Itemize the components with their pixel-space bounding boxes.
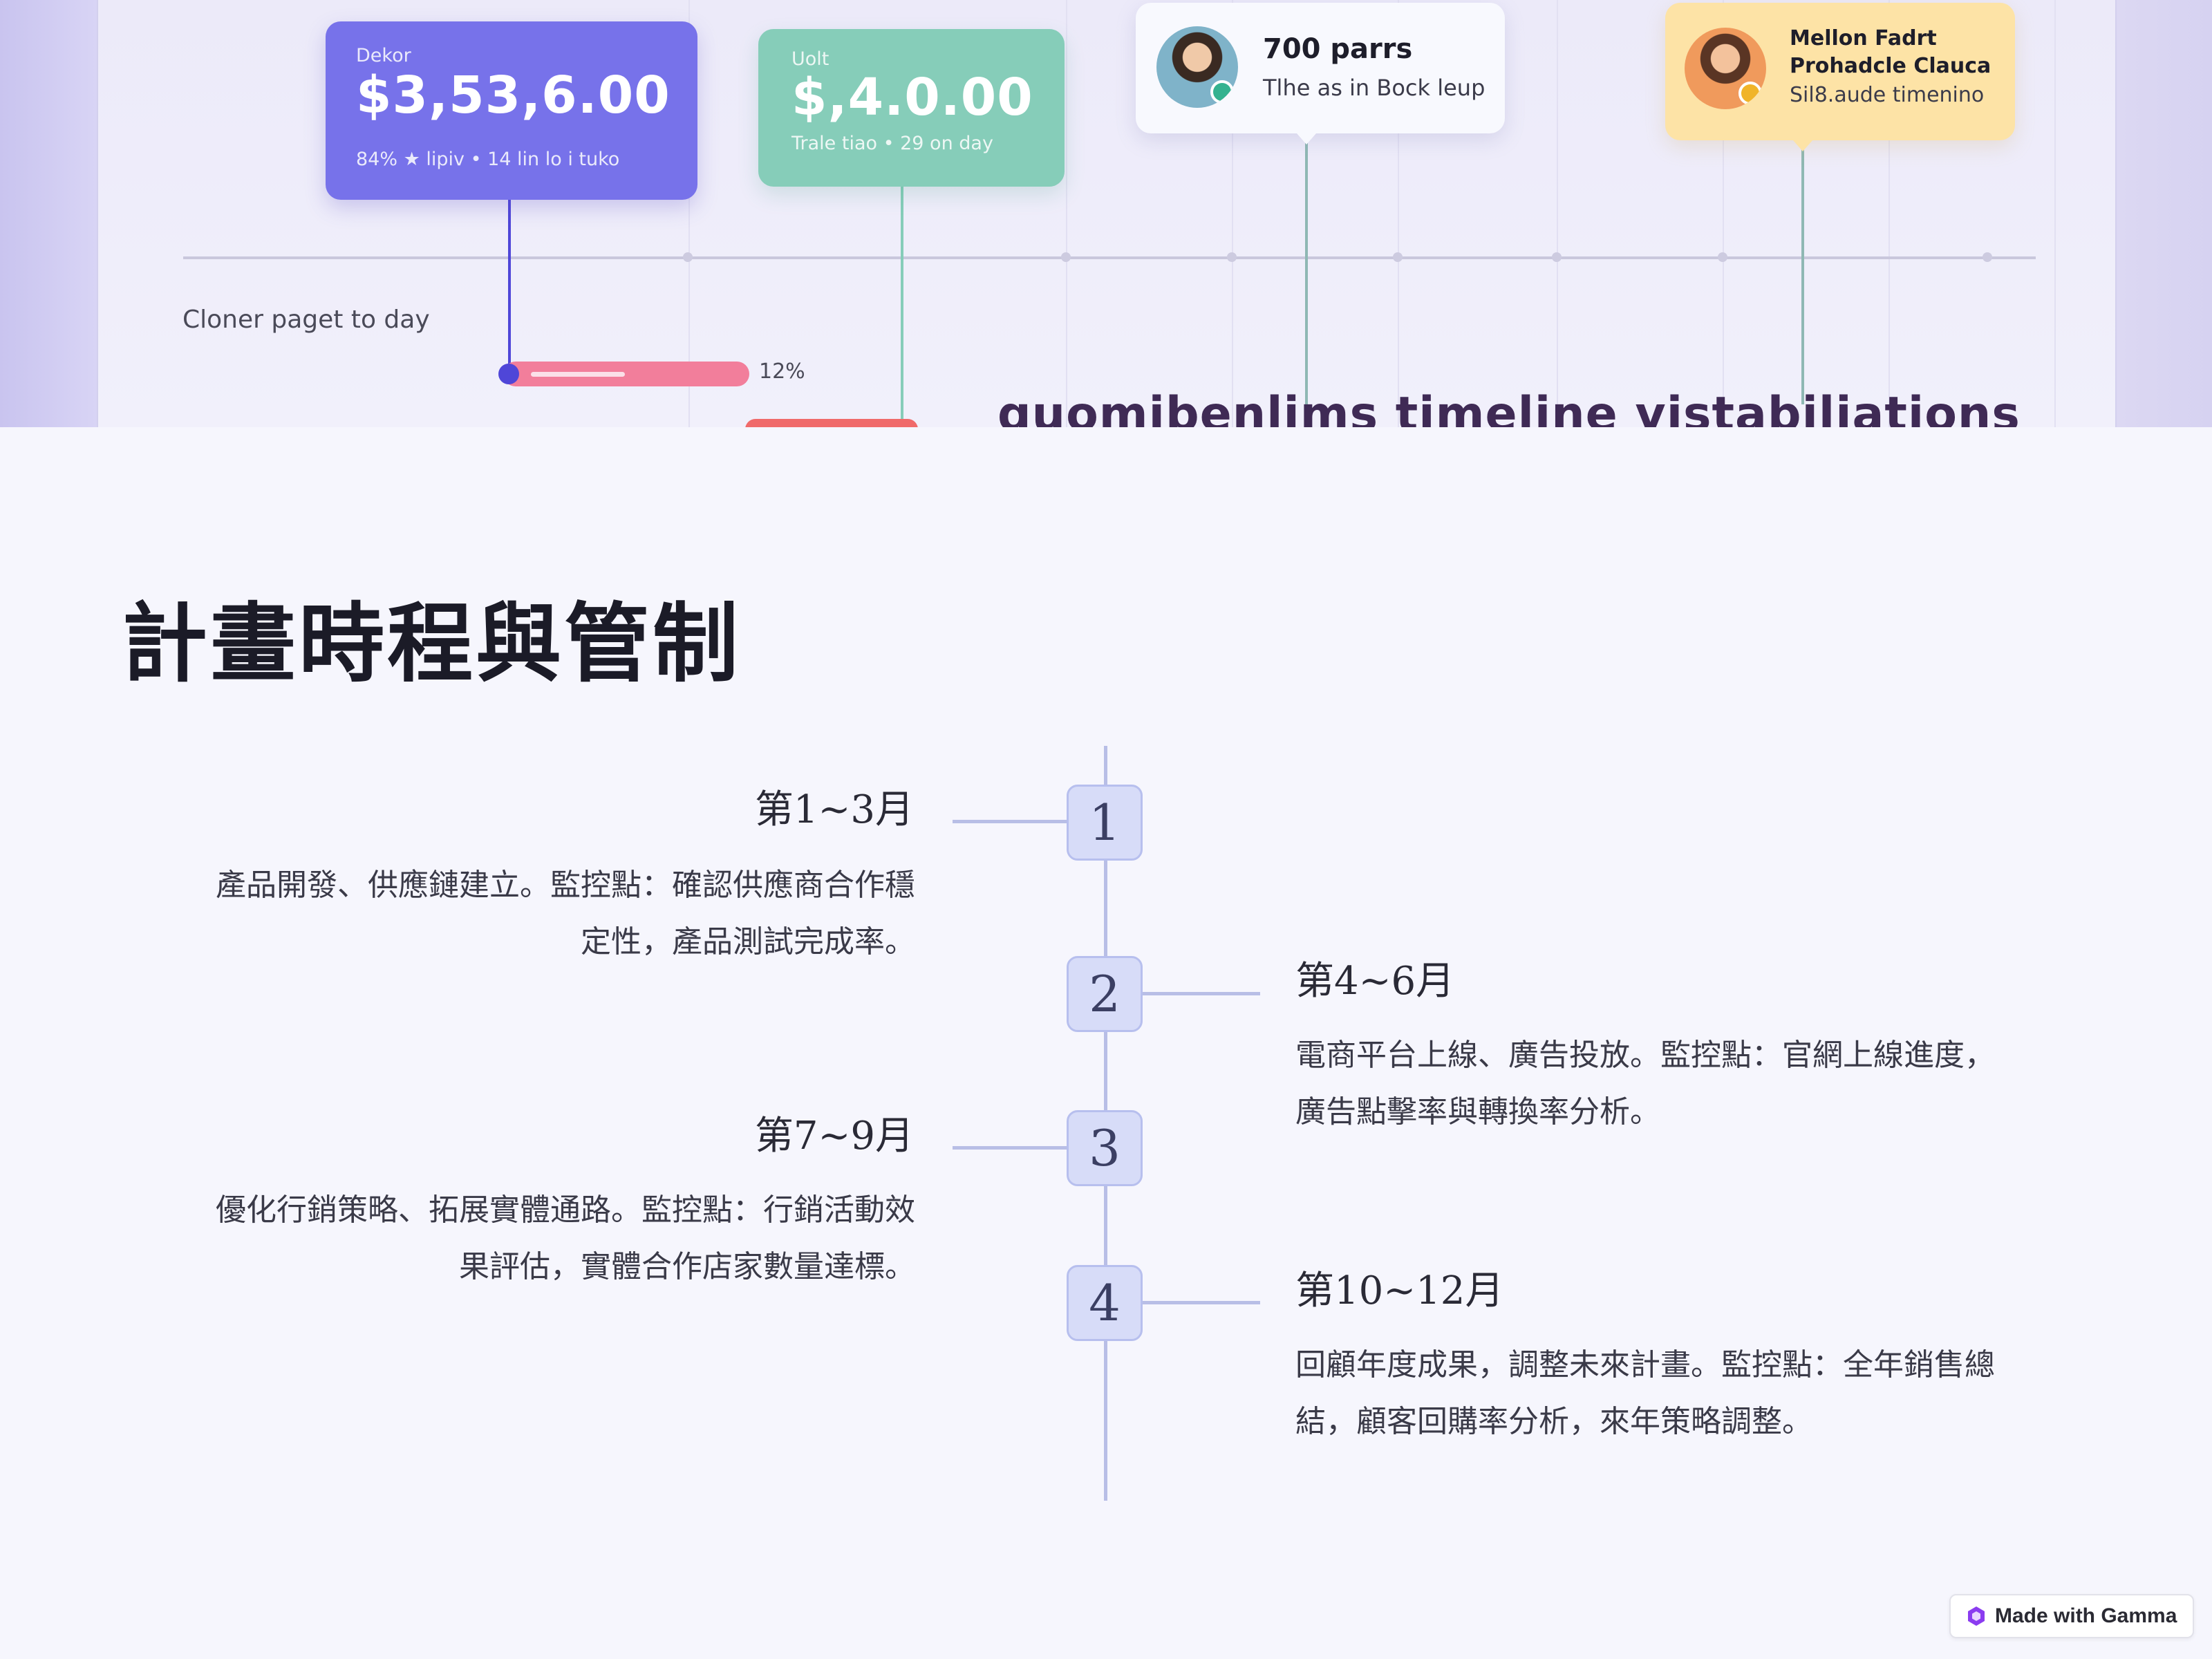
desc-line: 回顧年度成果，調整未來計畫。監控點：全年銷售總	[1295, 1347, 1995, 1382]
timeline-period: 第1~3月	[754, 787, 914, 832]
card-subtext: 84% ★ lipiv • 14 lin lo i tuko	[356, 149, 620, 170]
card-pointer	[1793, 140, 1812, 151]
card-stem	[1801, 149, 1804, 404]
grid-line	[1398, 0, 1399, 427]
revenue-card: Dekor $3,53,6.00 84% ★ lipiv • 14 lin lo…	[326, 21, 697, 200]
hero-image: Dekor $3,53,6.00 84% ★ lipiv • 14 lin lo…	[0, 0, 2212, 427]
timeline-node-1: 1	[1067, 785, 1143, 861]
status-badge	[1210, 80, 1234, 104]
profile-title: 700 parrs	[1263, 33, 1413, 65]
timeline-axis	[183, 256, 2036, 259]
timeline-connector	[1143, 992, 1260, 995]
timeline-description: 優化行銷策略、拓展實體通路。監控點：行銷活動效 果評估，實體合作店家數量達標。	[138, 1182, 915, 1295]
axis-tick	[1718, 252, 1727, 262]
profile-title: Mellon Fadrt	[1790, 26, 1937, 50]
card-label: Uolt	[791, 48, 830, 70]
timeline-description: 回顧年度成果，調整未來計畫。監控點：全年銷售總 結，顧客回購率分析，來年策略調整…	[1295, 1337, 2125, 1450]
grid-line	[1723, 0, 1724, 427]
axis-tick	[683, 252, 693, 262]
timeline-period: 第7~9月	[754, 1114, 914, 1159]
profile-subtitle: Tlhe as in Bock leup	[1263, 75, 1485, 101]
badge-label: Made with Gamma	[1995, 1604, 2177, 1627]
axis-tick	[1061, 252, 1071, 262]
desc-line: 果評估，實體合作店家數量達標。	[459, 1249, 915, 1284]
timeline-description: 產品開發、供應鏈建立。監控點：確認供應商合作穩 定性，產品測試完成率。	[138, 857, 915, 971]
desc-line: 產品開發、供應鏈建立。監控點：確認供應商合作穩	[216, 868, 915, 903]
desc-line: 電商平台上線、廣告投放。監控點：官網上線進度，	[1295, 1038, 1995, 1073]
timeline-connector	[953, 820, 1067, 823]
progress-dot	[498, 364, 519, 384]
avatar	[1156, 26, 1238, 108]
desc-line: 優化行銷策略、拓展實體通路。監控點：行銷活動效	[216, 1192, 915, 1228]
timeline-connector	[953, 1146, 1067, 1150]
card-value: $,4.0.00	[791, 68, 1033, 127]
card-stem	[901, 187, 903, 427]
progress-bar-2	[745, 419, 918, 427]
grid-line	[2054, 0, 2056, 427]
timeline-node-3: 3	[1067, 1110, 1143, 1186]
progress-highlight	[531, 372, 625, 377]
timeline-node-2: 2	[1067, 956, 1143, 1032]
card-label: Dekor	[356, 45, 411, 66]
made-with-gamma-button[interactable]: Made with Gamma	[1949, 1594, 2194, 1638]
card-stem	[1305, 142, 1308, 404]
progress-percent: 12%	[759, 359, 805, 384]
profile-card: 700 parrs Tlhe as in Bock leup	[1136, 3, 1505, 133]
grid-line	[688, 0, 690, 427]
grid-line	[1557, 0, 1558, 427]
card-stem	[508, 200, 511, 373]
row-label: Cloner paget to day	[182, 306, 430, 334]
balance-card: Uolt $,4.0.00 Trale tiao • 29 on day	[758, 29, 1065, 187]
status-badge	[1738, 82, 1762, 105]
timeline-period: 第10~12月	[1295, 1268, 1504, 1313]
axis-tick	[1983, 252, 1992, 262]
card-value: $3,53,6.00	[356, 66, 671, 125]
gamma-logo-icon	[1968, 1606, 1985, 1626]
grid-line	[1066, 0, 1067, 427]
profile-card-2: Mellon Fadrt Prohadcle Clauca Sil8.aude …	[1665, 3, 2015, 140]
axis-tick	[1393, 252, 1403, 262]
grid-line	[1888, 0, 1890, 427]
axis-tick	[1227, 252, 1237, 262]
profile-title-2: Prohadcle Clauca	[1790, 54, 1991, 78]
timeline-description: 電商平台上線、廣告投放。監控點：官網上線進度， 廣告點擊率與轉換率分析。	[1295, 1027, 2125, 1141]
page-title: 計畫時程與管制	[122, 594, 742, 694]
grid-line	[1232, 0, 1233, 427]
avatar	[1685, 28, 1766, 109]
desc-line: 定性，產品測試完成率。	[581, 924, 915, 959]
profile-subtitle: Sil8.aude timenino	[1790, 83, 1985, 107]
desc-line: 廣告點擊率與轉換率分析。	[1295, 1094, 1660, 1130]
progress-bar	[503, 362, 749, 386]
axis-tick	[1552, 252, 1562, 262]
desc-line: 結，顧客回購率分析，來年策略調整。	[1295, 1404, 1812, 1439]
card-subtext: Trale tiao • 29 on day	[791, 133, 993, 154]
hero-caption: quomibenlims timeline vistabiliations	[997, 387, 2021, 427]
timeline-node-4: 4	[1067, 1265, 1143, 1341]
card-pointer	[1297, 133, 1316, 144]
timeline-connector	[1143, 1301, 1260, 1304]
timeline-period: 第4~6月	[1295, 959, 1455, 1004]
